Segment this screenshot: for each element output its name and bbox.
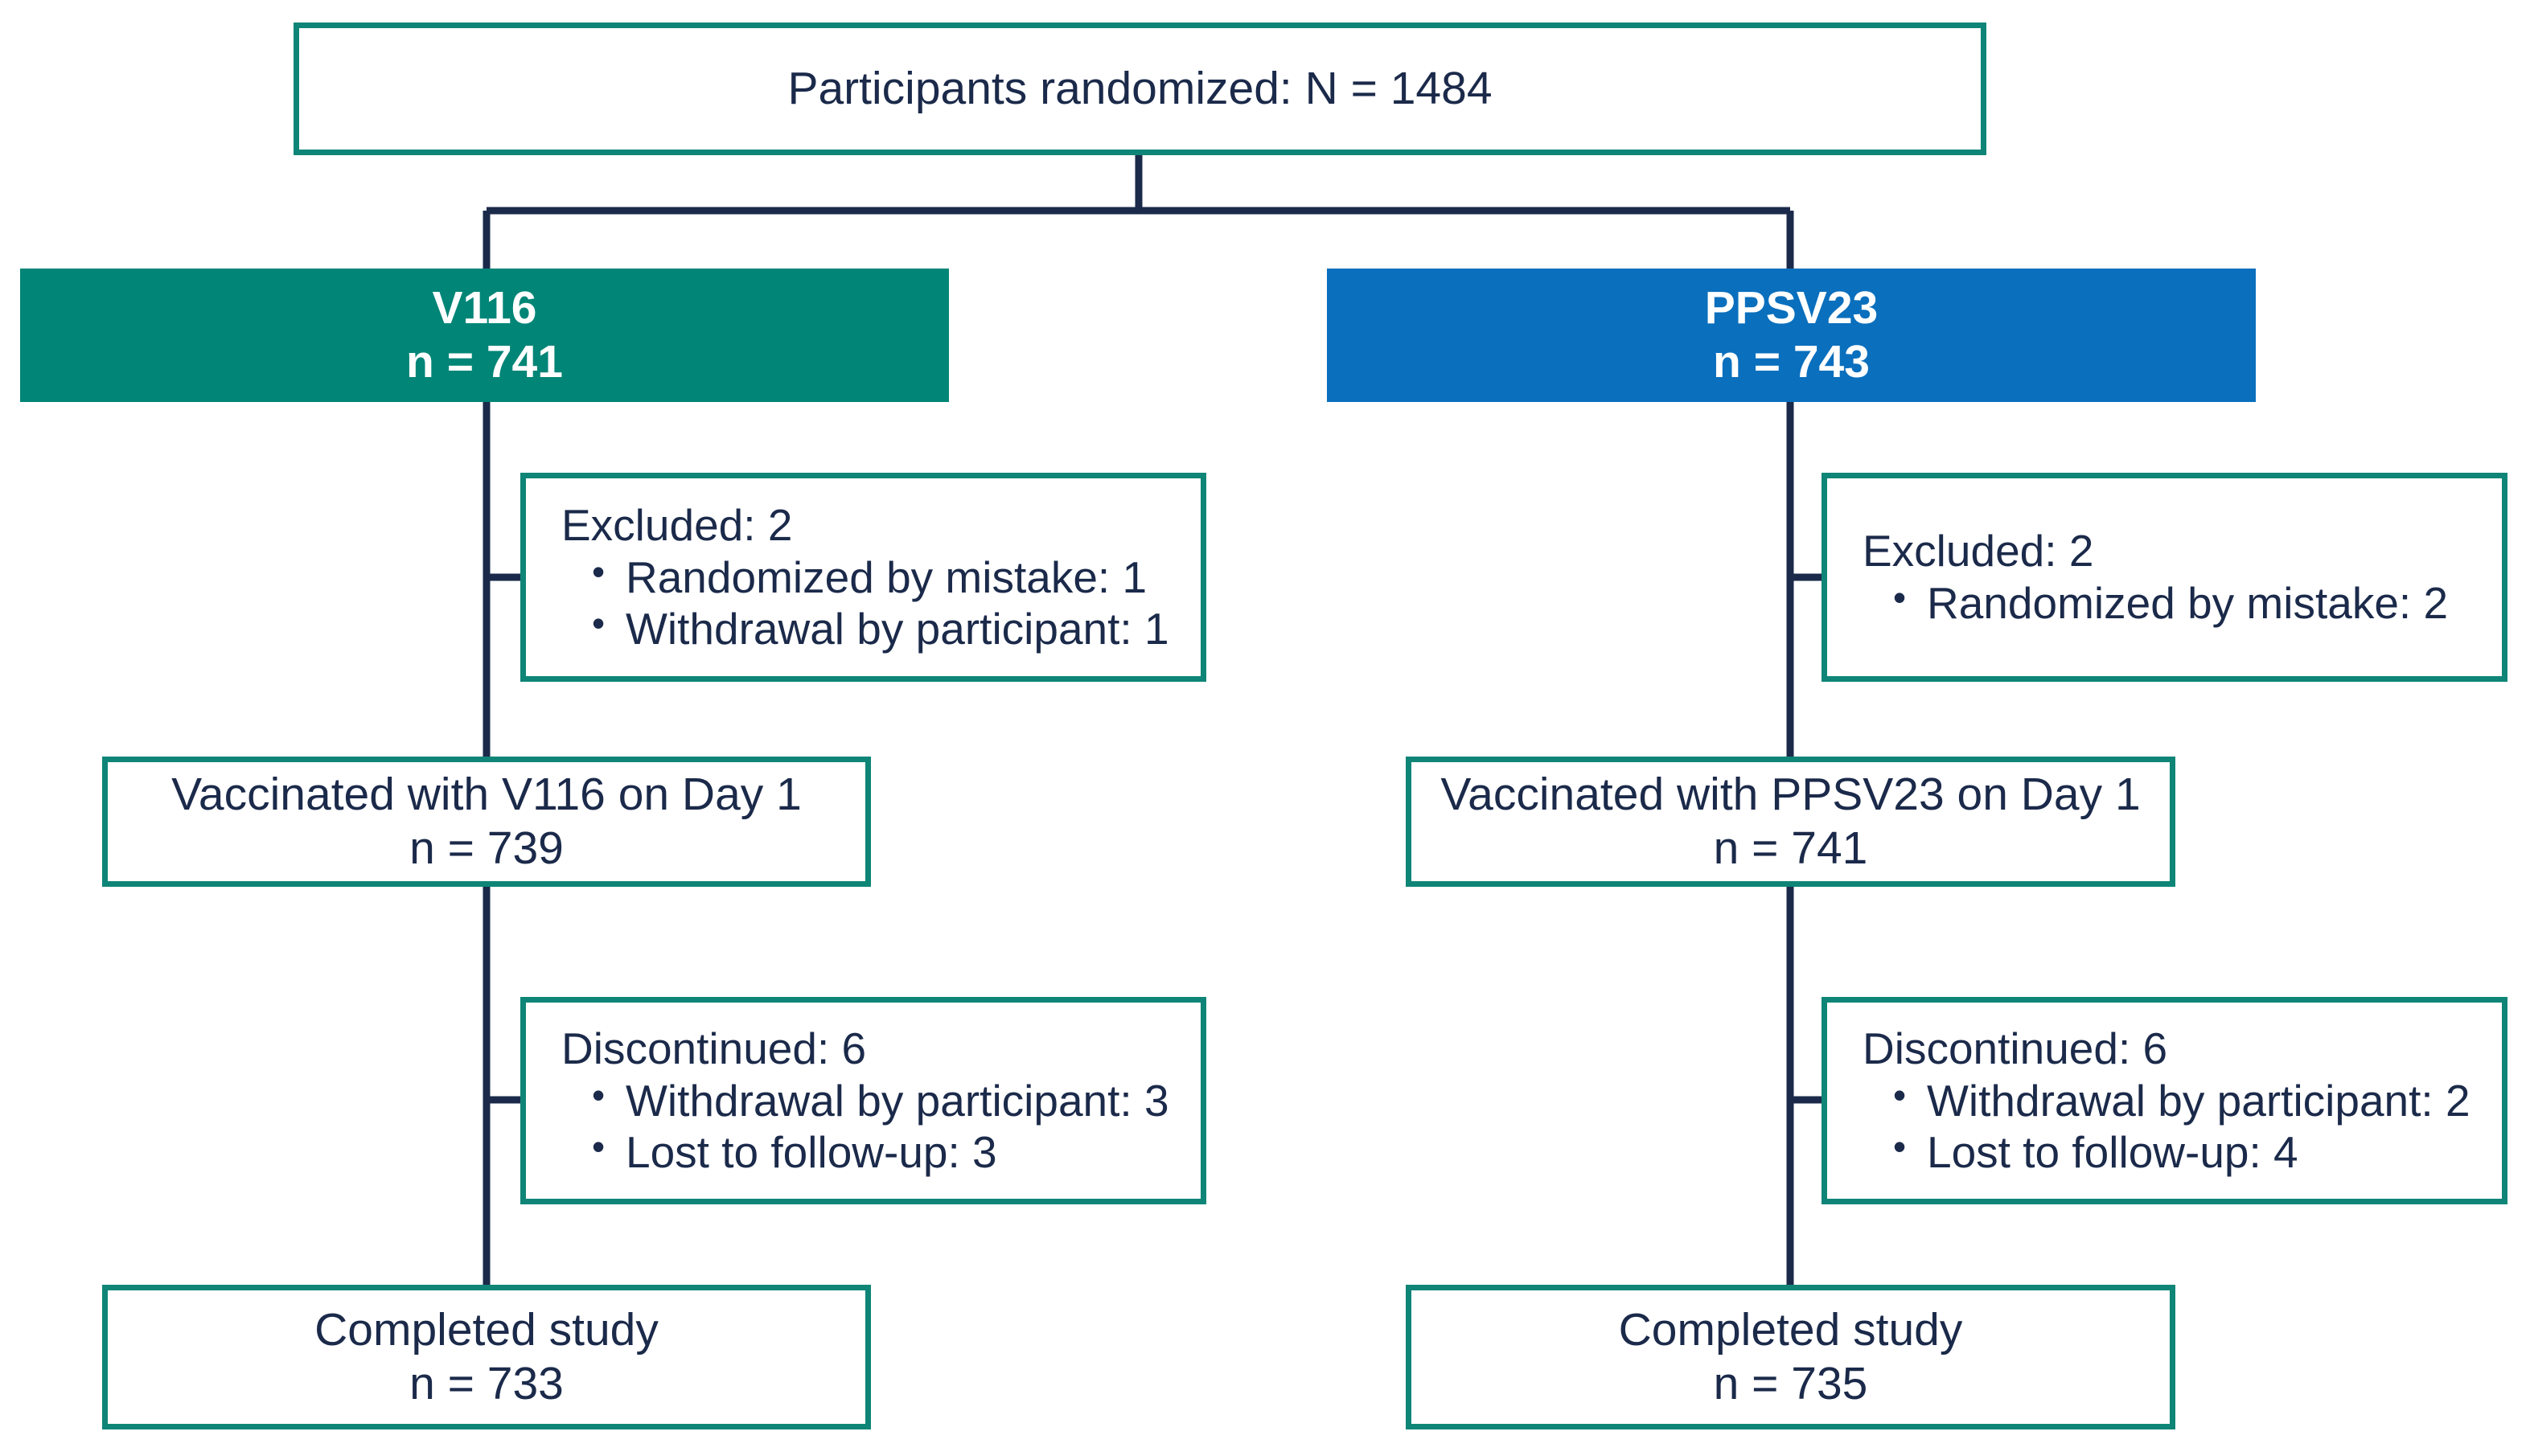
- completed-label-ppsv23: Completed study: [1618, 1303, 1963, 1356]
- list-item: Randomized by mistake: 1: [592, 550, 1185, 604]
- node-excluded-v116: Excluded: 2 Randomized by mistake: 1 Wit…: [520, 473, 1206, 682]
- discontinued-list-ppsv23: Withdrawal by participant: 2 Lost to fol…: [1863, 1073, 2486, 1179]
- vaccinated-label-v116: Vaccinated with V116 on Day 1: [171, 768, 802, 820]
- vaccinated-count-ppsv23: n = 741: [1713, 822, 1868, 874]
- node-participants-randomized: Participants randomized: N = 1484: [294, 23, 1986, 155]
- node-completed-v116: Completed study n = 733: [102, 1285, 871, 1429]
- arm-count-ppsv23: n = 743: [1713, 336, 1870, 388]
- completed-count-ppsv23: n = 735: [1713, 1358, 1868, 1409]
- participants-randomized-label: Participants randomized: N = 1484: [787, 62, 1493, 114]
- list-item: Lost to follow-up: 4: [1893, 1125, 2486, 1179]
- completed-label-v116: Completed study: [314, 1303, 659, 1356]
- list-item: Lost to follow-up: 3: [592, 1125, 1185, 1179]
- discontinued-list-v116: Withdrawal by participant: 3 Lost to fol…: [561, 1073, 1185, 1179]
- list-item: Randomized by mistake: 2: [1893, 576, 2486, 630]
- excluded-heading-ppsv23: Excluded: 2: [1863, 526, 2094, 576]
- vaccinated-count-v116: n = 739: [409, 822, 564, 874]
- discontinued-heading-v116: Discontinued: 6: [561, 1023, 867, 1073]
- node-arm-header-v116: V116 n = 741: [20, 269, 949, 402]
- node-vaccinated-ppsv23: Vaccinated with PPSV23 on Day 1 n = 741: [1406, 757, 2175, 887]
- list-item: Withdrawal by participant: 1: [592, 601, 1185, 655]
- excluded-list-v116: Randomized by mistake: 1 Withdrawal by p…: [561, 550, 1185, 656]
- arm-name-v116: V116: [432, 281, 537, 334]
- excluded-list-ppsv23: Randomized by mistake: 2: [1863, 576, 2486, 630]
- node-arm-header-ppsv23: PPSV23 n = 743: [1327, 269, 2256, 402]
- node-completed-ppsv23: Completed study n = 735: [1406, 1285, 2175, 1429]
- excluded-heading-v116: Excluded: 2: [561, 499, 793, 550]
- arm-name-ppsv23: PPSV23: [1704, 281, 1879, 334]
- list-item: Withdrawal by participant: 2: [1893, 1073, 2486, 1127]
- arm-count-v116: n = 741: [406, 336, 563, 388]
- completed-count-v116: n = 733: [409, 1358, 564, 1409]
- node-excluded-ppsv23: Excluded: 2 Randomized by mistake: 2: [1822, 473, 2507, 682]
- node-vaccinated-v116: Vaccinated with V116 on Day 1 n = 739: [102, 757, 871, 887]
- node-discontinued-v116: Discontinued: 6 Withdrawal by participan…: [520, 997, 1206, 1204]
- discontinued-heading-ppsv23: Discontinued: 6: [1863, 1023, 2168, 1073]
- node-discontinued-ppsv23: Discontinued: 6 Withdrawal by participan…: [1822, 997, 2507, 1204]
- list-item: Withdrawal by participant: 3: [592, 1073, 1185, 1127]
- vaccinated-label-ppsv23: Vaccinated with PPSV23 on Day 1: [1440, 768, 2141, 820]
